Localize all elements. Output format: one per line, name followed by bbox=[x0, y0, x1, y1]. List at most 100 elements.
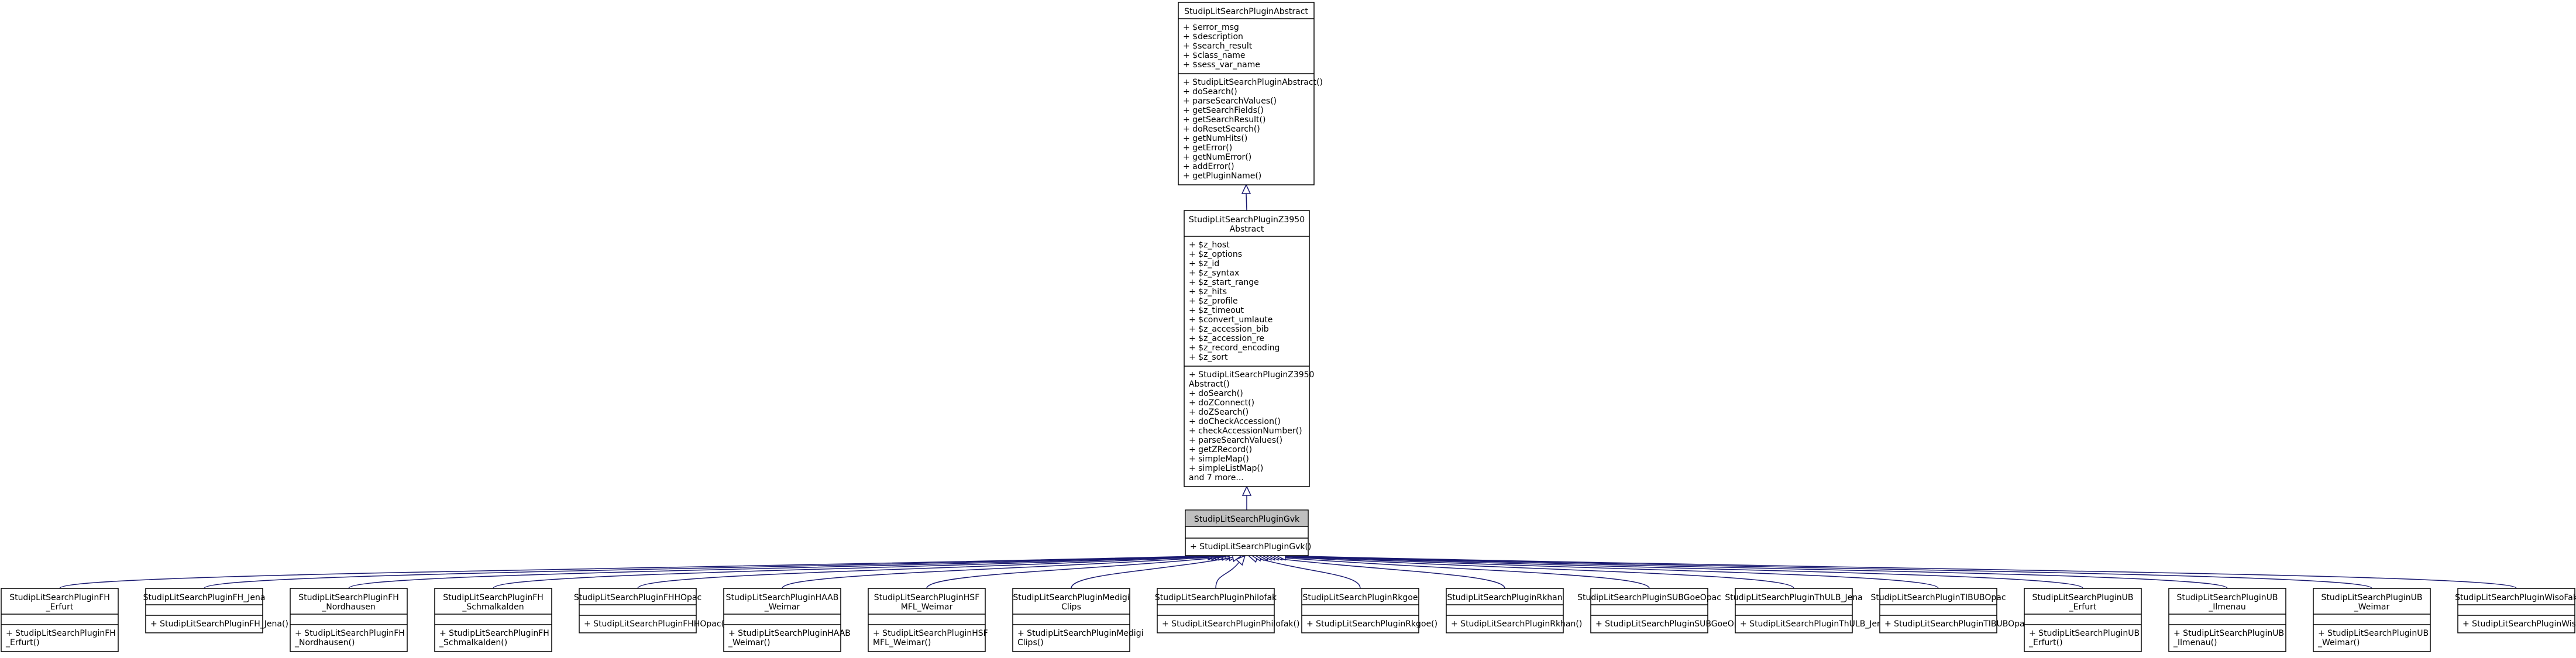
class-subclass-13-frame bbox=[1879, 588, 1997, 633]
edge-subclass-5-to-gvk bbox=[782, 556, 1226, 589]
class-subclass-5[interactable]: StudipLitSearchPluginHAAB_Weimar + Studip… bbox=[723, 588, 851, 652]
class-subclass-9-title-line: StudipLitSearchPluginRkgoe bbox=[1303, 593, 1418, 602]
class-subclass-15[interactable]: StudipLitSearchPluginUB_Ilmenau+ StudipL… bbox=[2168, 588, 2286, 652]
class-subclass-7-method: Clips() bbox=[1017, 638, 1044, 647]
edge-gvk-to-z3950-arrowhead bbox=[1241, 485, 1252, 496]
class-subclass-2-frame bbox=[290, 588, 408, 652]
class-studiplitsearchpluginabstract-attribute: + $error_msg bbox=[1183, 23, 1239, 32]
class-subclass-1-title-line: StudipLitSearchPluginFH_Jena bbox=[143, 593, 266, 602]
class-subclass-5-method: + StudipLitSearchPluginHAAB bbox=[728, 629, 851, 638]
class-subclass-16[interactable]: StudipLitSearchPluginUB_Weimar+ StudipLi… bbox=[2313, 588, 2431, 652]
class-subclass-13-title-line: StudipLitSearchPluginTIBUBOpac bbox=[1870, 593, 2006, 602]
class-subclass-2-method: _Nordhausen() bbox=[294, 638, 355, 647]
class-studiplitsearchpluginabstract-attribute: + $sess_var_name bbox=[1183, 60, 1260, 70]
class-subclass-11[interactable]: StudipLitSearchPluginSUBGoeOpac+ StudipL… bbox=[1577, 588, 1755, 633]
class-studiplitsearchpluginz3950abstract-title-line: StudipLitSearchPluginZ3950 bbox=[1189, 215, 1305, 225]
class-subclass-3-method: + StudipLitSearchPluginFH bbox=[439, 629, 549, 638]
class-subclass-1[interactable]: StudipLitSearchPluginFH_Jena+ StudipLitS… bbox=[143, 588, 288, 633]
class-subclass-6-frame bbox=[868, 588, 986, 652]
edge-subclass-10-to-gvk bbox=[1260, 556, 1505, 589]
class-subclass-5-title-line: _Weimar bbox=[764, 602, 800, 612]
class-subclass-1-frame bbox=[145, 588, 263, 633]
class-studiplitsearchpluginz3950abstract-method: + StudipLitSearchPluginZ3950 bbox=[1189, 370, 1314, 380]
class-studiplitsearchpluginz3950abstract-method: + parseSearchValues() bbox=[1189, 436, 1282, 445]
class-subclass-15-method: + StudipLitSearchPluginUB bbox=[2173, 629, 2284, 638]
class-studiplitsearchpluginz3950abstract-title-line: Abstract bbox=[1230, 225, 1264, 234]
class-studiplitsearchpluginabstract[interactable]: StudipLitSearchPluginAbstract+ $error_ms… bbox=[1178, 2, 1323, 185]
class-subclass-0-frame bbox=[1, 588, 119, 652]
class-subclass-2-title-line: StudipLitSearchPluginFH bbox=[298, 593, 399, 602]
class-subclass-16-frame bbox=[2313, 588, 2431, 652]
class-subclass-8-title-line: StudipLitSearchPluginPhilofak bbox=[1155, 593, 1277, 602]
class-subclass-6-method: + StudipLitSearchPluginHSF bbox=[873, 629, 988, 638]
class-subclass-14-frame bbox=[2024, 588, 2142, 652]
class-subclass-11-method: + StudipLitSearchPluginSUBGoeOpac() bbox=[1595, 619, 1755, 629]
class-subclass-4[interactable]: StudipLitSearchPluginFHHOpac+ StudipLitS… bbox=[574, 588, 728, 633]
class-subclass-10-frame bbox=[1446, 588, 1564, 633]
class-subclass-17[interactable]: StudipLitSearchPluginWisoFak+ StudipLitS… bbox=[2455, 588, 2576, 633]
class-studiplitsearchpluginabstract-method: + getNumError() bbox=[1183, 153, 1251, 162]
class-subclass-10-title-line: StudipLitSearchPluginRkhan bbox=[1447, 593, 1562, 602]
edge-subclass-6-to-gvk bbox=[926, 556, 1230, 589]
class-studiplitsearchpluginz3950abstract-method: + getZRecord() bbox=[1189, 445, 1252, 454]
class-subclass-10-method: + StudipLitSearchPluginRkhan() bbox=[1451, 619, 1582, 629]
class-subclass-8-frame bbox=[1157, 588, 1275, 633]
class-subclass-14-title-line: StudipLitSearchPluginUB bbox=[2032, 593, 2134, 602]
class-subclass-17-frame bbox=[2457, 588, 2575, 633]
class-subclass-3[interactable]: StudipLitSearchPluginFH_Schmalkalden+ St… bbox=[434, 588, 552, 652]
edge-subclass-14-to-gvk bbox=[1274, 555, 2083, 589]
class-subclass-6-method: MFL_Weimar() bbox=[873, 638, 931, 647]
class-studiplitsearchplugingvk[interactable]: StudipLitSearchPluginGvk+ StudipLitSearc… bbox=[1185, 509, 1311, 556]
class-subclass-4-method: + StudipLitSearchPluginFHHOpac() bbox=[584, 619, 727, 629]
class-subclass-14-method: + StudipLitSearchPluginUB bbox=[2029, 629, 2140, 638]
class-subclass-2-method: + StudipLitSearchPluginFH bbox=[295, 629, 405, 638]
edge-subclass-16-to-gvk bbox=[1281, 555, 2372, 589]
class-studiplitsearchpluginz3950abstract-method: + doSearch() bbox=[1189, 389, 1243, 398]
class-studiplitsearchplugingvk-title-line: StudipLitSearchPluginGvk bbox=[1194, 515, 1300, 524]
class-subclass-3-method: _Schmalkalden() bbox=[439, 638, 507, 647]
class-subclass-5-title-line: StudipLitSearchPluginHAAB bbox=[726, 593, 839, 602]
class-studiplitsearchpluginabstract-method: + parseSearchValues() bbox=[1183, 97, 1277, 106]
class-subclass-12[interactable]: StudipLitSearchPluginThULB_Jena+ StudipL… bbox=[1725, 588, 1893, 633]
edge-z3950-to-abstract bbox=[1246, 193, 1247, 211]
class-studiplitsearchpluginabstract-method: + getPluginName() bbox=[1183, 171, 1261, 181]
class-subclass-10[interactable]: StudipLitSearchPluginRkhan + StudipLitSea… bbox=[1446, 588, 1582, 633]
edge-subclass-13-to-gvk bbox=[1271, 555, 1939, 589]
class-subclass-6-title-line: MFL_Weimar bbox=[901, 602, 953, 612]
class-studiplitsearchpluginabstract-attribute: + $class_name bbox=[1183, 51, 1246, 60]
class-subclass-9[interactable]: StudipLitSearchPluginRkgoe+ StudipLitSea… bbox=[1301, 588, 1437, 633]
class-subclass-13[interactable]: StudipLitSearchPluginTIBUBOpac + StudipLi… bbox=[1870, 588, 2035, 633]
edge-subclass-4-to-gvk bbox=[637, 556, 1223, 589]
class-subclass-5-frame bbox=[723, 588, 841, 652]
class-subclass-0[interactable]: StudipLitSearchPluginFH_Erfurt+ StudipLi… bbox=[1, 588, 119, 652]
class-subclass-16-method: _Weimar() bbox=[2317, 638, 2360, 647]
edge-subclass-0-to-gvk bbox=[59, 555, 1209, 589]
edge-subclass-11-to-gvk bbox=[1264, 556, 1650, 589]
class-subclass-7-method: + StudipLitSearchPluginMedigi bbox=[1017, 629, 1143, 638]
class-subclass-12-method: + StudipLitSearchPluginThULB_Jena() bbox=[1740, 619, 1893, 629]
class-subclass-5-method: _Weimar() bbox=[728, 638, 770, 647]
class-subclass-8[interactable]: StudipLitSearchPluginPhilofak+ StudipLit… bbox=[1155, 588, 1300, 633]
class-subclass-7-frame bbox=[1012, 588, 1130, 652]
edge-subclass-9-to-gvk bbox=[1257, 557, 1361, 589]
class-studiplitsearchpluginabstract-method: + StudipLitSearchPluginAbstract() bbox=[1183, 78, 1323, 87]
class-subclass-14-method: _Erfurt() bbox=[2028, 638, 2063, 647]
class-studiplitsearchpluginz3950abstract-method: Abstract() bbox=[1189, 380, 1230, 389]
class-subclass-14[interactable]: StudipLitSearchPluginUB_Erfurt+ StudipLi… bbox=[2024, 588, 2142, 652]
class-studiplitsearchpluginz3950abstract-frame bbox=[1184, 210, 1310, 487]
class-studiplitsearchpluginz3950abstract-method: + checkAccessionNumber() bbox=[1189, 426, 1302, 436]
class-subclass-7-title-line: Clips bbox=[1061, 602, 1081, 612]
edge-subclass-7-to-gvk bbox=[1071, 557, 1233, 589]
class-studiplitsearchpluginz3950abstract-attribute: + $z_start_range bbox=[1189, 278, 1259, 287]
class-subclass-11-frame bbox=[1590, 588, 1708, 633]
class-studiplitsearchpluginabstract-attribute: + $description bbox=[1183, 32, 1243, 42]
class-subclass-16-title-line: StudipLitSearchPluginUB bbox=[2322, 593, 2423, 602]
class-subclass-2[interactable]: StudipLitSearchPluginFH_Nordhausen+ Stud… bbox=[290, 588, 408, 652]
class-subclass-13-method: + StudipLitSearchPluginTIBUBOpac() bbox=[1884, 619, 2035, 629]
class-subclass-4-frame bbox=[579, 588, 697, 633]
class-studiplitsearchpluginabstract-attribute: + $search_result bbox=[1183, 42, 1253, 51]
